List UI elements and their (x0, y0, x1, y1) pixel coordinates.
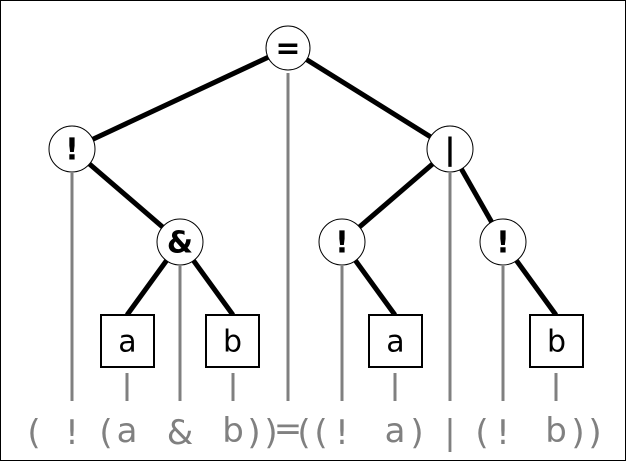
expression-token-tok_rparen1[interactable]: ) (247, 413, 261, 453)
expression-token-tok_or[interactable]: | (444, 413, 456, 453)
tree-node-not1[interactable]: ! (48, 125, 96, 173)
node-circle-and (156, 218, 204, 266)
leaf-label-leaf_a2: a (386, 325, 404, 360)
node-label-not3: ! (496, 226, 510, 261)
expression-token-tok_lparen5[interactable]: ( (475, 413, 489, 453)
node-label-not2: ! (335, 226, 349, 261)
expression-token-tok_rparen2[interactable]: ) (264, 413, 278, 453)
leaf-box-leaf_b1 (205, 314, 260, 368)
expression-token-tok_a2[interactable]: a (384, 411, 406, 451)
tree-edge-eq-to-not1 (70, 45, 290, 152)
leaf-box-leaf_a2 (368, 314, 423, 368)
tree-nodes-group: =! | &!! (48, 25, 527, 266)
node-circle-not3 (479, 218, 527, 266)
tree-leaf-leaf_a1[interactable]: a (100, 314, 155, 368)
node-circle-not1 (48, 125, 96, 173)
expression-token-tok_rparen4[interactable]: ) (571, 413, 585, 453)
leaf-label-leaf_b2: b (547, 325, 566, 360)
tree-leaf-leaf_b2[interactable]: b (529, 314, 584, 368)
tree-edge-eq-to-or (286, 45, 452, 152)
expression-token-tok_not3[interactable]: ! (496, 413, 510, 453)
expression-token-tok_a1[interactable]: a (116, 411, 138, 451)
expression-token-tok_and[interactable]: & (166, 413, 194, 453)
leaf-box-leaf_b2 (529, 314, 584, 368)
node-label-and: & (167, 226, 193, 261)
tree-edges-group (70, 45, 559, 317)
node-circle-not2 (318, 218, 366, 266)
node-label-or: | (445, 133, 456, 168)
node-label-eq: = (275, 32, 300, 67)
expression-token-tok_not1[interactable]: ! (65, 413, 79, 453)
node-circle-or (426, 125, 474, 173)
node-circle-eq (265, 25, 311, 71)
tree-node-not2[interactable]: ! (318, 218, 366, 266)
node-label-not1: ! (65, 133, 79, 168)
tree-leaf-leaf_a2[interactable]: a (368, 314, 423, 368)
expression-token-tok_rparen3[interactable]: ) (410, 413, 424, 453)
tree-node-or[interactable]: | (426, 125, 474, 173)
tree-edge-not1-to-and (70, 147, 182, 244)
tree-leaf-leaf_b1[interactable]: b (205, 314, 260, 368)
expression-token-tok_b2[interactable]: b (545, 411, 567, 451)
tree-edge-or-to-not2 (340, 147, 452, 244)
leaf-label-leaf_b1: b (223, 325, 242, 360)
expression-token-tok_eq[interactable]: = (273, 409, 303, 449)
expression-token-tok_b1[interactable]: b (222, 411, 244, 451)
expression-token-tok_not2[interactable]: ! (335, 413, 349, 453)
expression-token-tok_lparen3[interactable]: ( (297, 413, 311, 453)
expression-token-tok_lparen2[interactable]: ( (99, 413, 113, 453)
guide-lines-group (70, 73, 558, 401)
leaf-box-leaf_a1 (100, 314, 155, 368)
leaf-label-leaf_a1: a (118, 325, 136, 360)
expression-token-tok_lparen4[interactable]: ( (314, 413, 328, 453)
expression-token-tok_rparen5[interactable]: ) (588, 413, 602, 453)
tree-node-eq[interactable]: = (265, 25, 311, 71)
expression-token-tok_lparen1[interactable]: ( (27, 413, 41, 453)
tree-node-not3[interactable]: ! (479, 218, 527, 266)
tree-node-and[interactable]: & (156, 218, 204, 266)
